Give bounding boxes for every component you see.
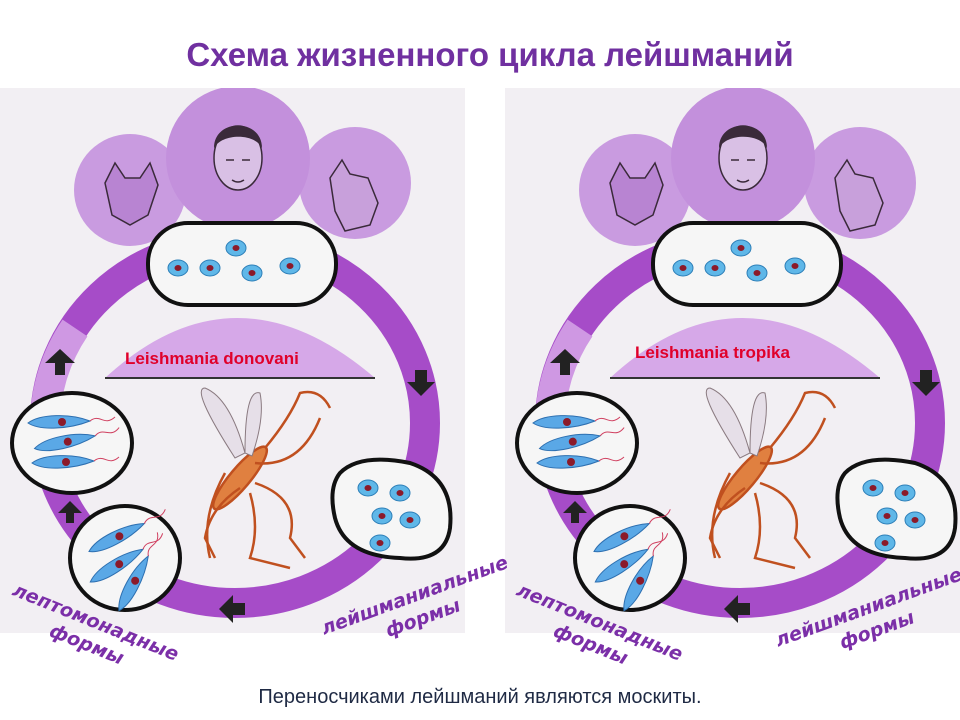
species-label: Leishmania tropika — [635, 343, 790, 362]
species-label: Leishmania donovani — [125, 349, 299, 368]
page-title: Схема жизненного цикла лейшманий — [186, 36, 794, 73]
footer-caption: Переносчиками лейшманий являются москиты… — [258, 686, 702, 708]
